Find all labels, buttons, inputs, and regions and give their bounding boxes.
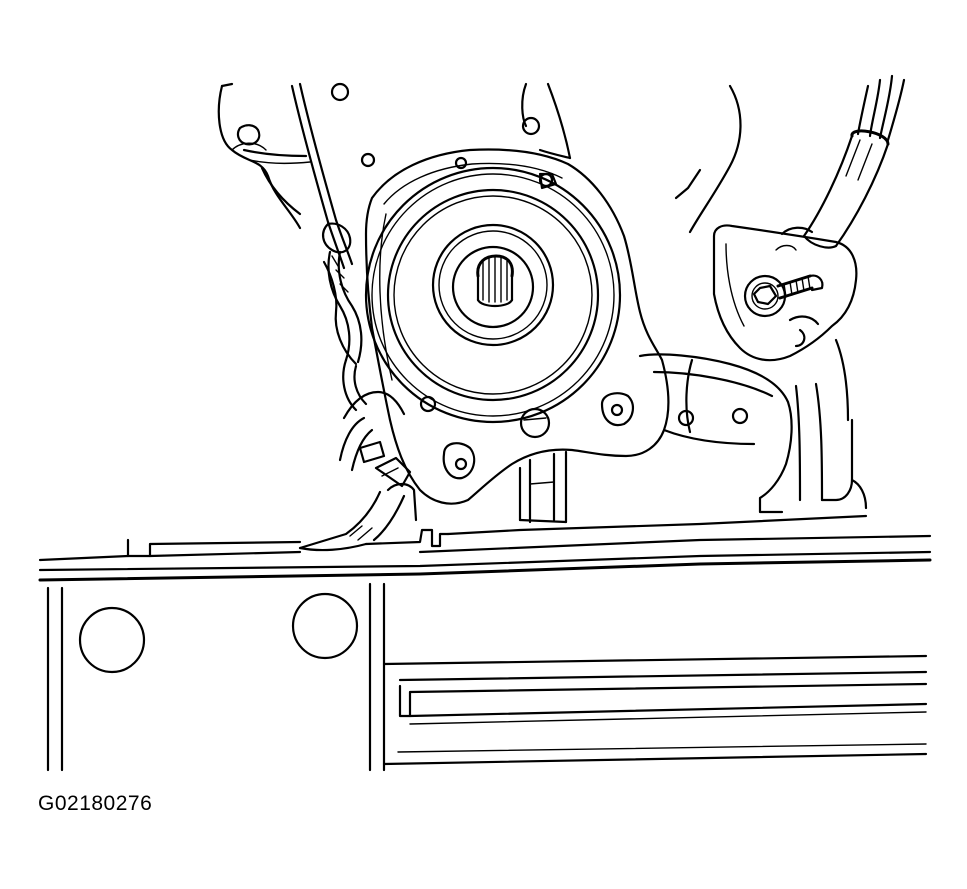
sensor-cable (780, 74, 906, 249)
figure-code: G02180276 (38, 792, 153, 815)
timing-pointer (298, 390, 418, 552)
engine-block-upper (217, 82, 742, 234)
engine-deck (38, 514, 932, 582)
timing-cover (364, 148, 670, 505)
sensor-bracket (677, 224, 858, 427)
wire-harness (290, 82, 368, 412)
lower-bracket (518, 338, 868, 524)
crankshaft-spline (476, 254, 514, 308)
engine-block-lower (46, 582, 928, 772)
